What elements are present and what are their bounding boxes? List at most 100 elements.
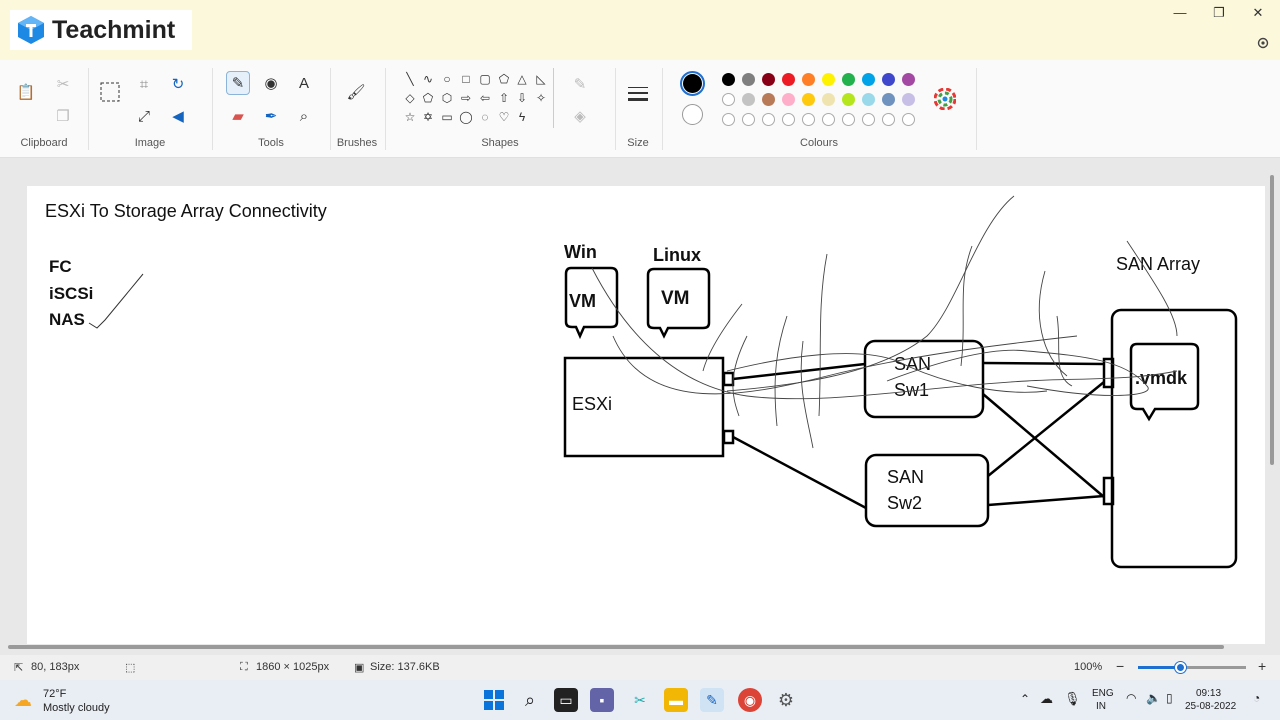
- colour-swatch[interactable]: [822, 113, 835, 126]
- horizontal-scrollbar[interactable]: [8, 645, 1224, 649]
- color-picker-icon[interactable]: ✒: [264, 108, 278, 125]
- search-icon[interactable]: ⌕: [524, 689, 536, 710]
- onedrive-icon[interactable]: ☁: [1040, 691, 1053, 706]
- microphone-icon[interactable]: 🎙: [1064, 691, 1081, 706]
- secondary-colour[interactable]: [682, 104, 703, 125]
- right-arrow-icon[interactable]: ⇨: [460, 91, 472, 105]
- colour-swatch[interactable]: [842, 73, 855, 86]
- colour-swatch[interactable]: [802, 73, 815, 86]
- colour-swatch[interactable]: [862, 113, 875, 126]
- settings-icon[interactable]: [1255, 35, 1271, 51]
- triangle-icon[interactable]: △: [517, 72, 527, 86]
- down-arrow-icon[interactable]: ⇩: [516, 91, 528, 105]
- four-point-star-icon[interactable]: ✧: [535, 91, 547, 105]
- edit-colours-icon[interactable]: [934, 88, 956, 110]
- battery-icon[interactable]: ▯: [1166, 691, 1173, 705]
- crop-icon[interactable]: ⌗: [139, 75, 149, 93]
- left-arrow-icon[interactable]: ⇦: [479, 91, 491, 105]
- five-point-star-icon[interactable]: ☆: [404, 110, 416, 124]
- eraser-icon[interactable]: ▰: [232, 108, 244, 125]
- brush-icon[interactable]: 🖌: [346, 84, 366, 101]
- colour-swatch[interactable]: [862, 93, 875, 106]
- task-view-icon[interactable]: ▭: [554, 688, 578, 712]
- colour-swatch[interactable]: [782, 73, 795, 86]
- paste-icon[interactable]: 📋: [16, 84, 36, 101]
- maximize-button[interactable]: ❐: [1213, 5, 1225, 20]
- settings-app-icon[interactable]: ⚙: [777, 689, 795, 710]
- drawing-canvas[interactable]: ESXi To Storage Array Connectivity FC iS…: [27, 186, 1265, 644]
- colour-swatch[interactable]: [762, 113, 775, 126]
- colour-swatch[interactable]: [802, 93, 815, 106]
- colour-swatch[interactable]: [742, 113, 755, 126]
- curve-icon[interactable]: ∿: [422, 72, 434, 86]
- flip-icon[interactable]: ◀: [172, 108, 184, 125]
- zoom-out-button[interactable]: −: [1116, 658, 1125, 674]
- colour-swatch[interactable]: [762, 73, 775, 86]
- callout-cloud-icon[interactable]: ◌: [481, 110, 489, 124]
- pentagon-icon[interactable]: ⬠: [422, 91, 434, 105]
- six-point-star-icon[interactable]: ✡: [422, 110, 434, 124]
- select-icon[interactable]: [98, 80, 122, 104]
- colour-swatch[interactable]: [782, 113, 795, 126]
- close-button[interactable]: ✕: [1252, 5, 1264, 20]
- oval-icon[interactable]: ○: [443, 72, 451, 86]
- colour-swatch[interactable]: [882, 73, 895, 86]
- colour-swatch[interactable]: [882, 93, 895, 106]
- zoom-slider-thumb[interactable]: [1175, 662, 1186, 673]
- colour-swatch[interactable]: [742, 73, 755, 86]
- start-icon[interactable]: [482, 688, 506, 712]
- colour-swatch[interactable]: [722, 113, 735, 126]
- colour-swatch[interactable]: [762, 93, 775, 106]
- colour-swatch[interactable]: [782, 93, 795, 106]
- resize-icon[interactable]: ⤢: [137, 107, 150, 125]
- pencil-icon[interactable]: ✎: [226, 71, 250, 95]
- polygon-icon[interactable]: ⬠: [498, 72, 510, 86]
- clock-date[interactable]: 25-08-2022: [1185, 701, 1237, 712]
- minimize-button[interactable]: —: [1173, 5, 1187, 20]
- teams-icon[interactable]: ▪: [590, 688, 614, 712]
- diamond-icon[interactable]: ◇: [405, 91, 415, 105]
- copy-icon[interactable]: ❐: [56, 108, 70, 125]
- magnifier-icon[interactable]: ⌕: [299, 107, 309, 125]
- file-explorer-icon[interactable]: ▬: [664, 688, 688, 712]
- wifi-icon[interactable]: ◠: [1126, 691, 1137, 705]
- volume-icon[interactable]: 🔈: [1146, 691, 1161, 705]
- hexagon-icon[interactable]: ⬡: [441, 91, 453, 105]
- colour-swatch[interactable]: [902, 113, 915, 126]
- colour-swatch[interactable]: [842, 113, 855, 126]
- vertical-scrollbar[interactable]: [1270, 175, 1274, 465]
- colour-swatch[interactable]: [742, 93, 755, 106]
- colour-swatch[interactable]: [862, 73, 875, 86]
- text-icon[interactable]: A: [298, 74, 309, 92]
- primary-colour[interactable]: [680, 71, 705, 96]
- colour-swatch[interactable]: [842, 93, 855, 106]
- colour-swatch[interactable]: [802, 113, 815, 126]
- zoom-slider-track[interactable]: [1138, 662, 1246, 673]
- lightning-icon[interactable]: ϟ: [518, 110, 526, 124]
- callout-oval-icon[interactable]: ◯: [459, 110, 473, 124]
- colour-swatch[interactable]: [722, 73, 735, 86]
- rounded-rectangle-icon[interactable]: ▢: [479, 72, 491, 86]
- chrome-icon[interactable]: ◉: [738, 688, 762, 712]
- right-triangle-icon[interactable]: ◺: [536, 72, 546, 86]
- up-arrow-icon[interactable]: ⇧: [498, 91, 510, 105]
- outline-icon[interactable]: ✎: [573, 76, 587, 93]
- weather-icon[interactable]: ☁: [14, 690, 32, 710]
- language-line2[interactable]: IN: [1096, 701, 1106, 712]
- paint-icon[interactable]: ✎: [700, 688, 724, 712]
- rectangle-icon[interactable]: □: [462, 72, 470, 86]
- clock-time[interactable]: 09:13: [1196, 688, 1222, 699]
- rotate-icon[interactable]: ↻: [171, 76, 185, 93]
- focus-icon[interactable]: ◔: [1253, 691, 1261, 705]
- colour-swatch[interactable]: [822, 73, 835, 86]
- colour-swatch[interactable]: [722, 93, 735, 106]
- size-icon[interactable]: [626, 82, 650, 106]
- shape-fill-icon[interactable]: ◈: [574, 108, 586, 125]
- colour-swatch[interactable]: [902, 93, 915, 106]
- line-icon[interactable]: ╲: [406, 72, 414, 86]
- fill-icon[interactable]: ◉: [264, 75, 278, 92]
- colour-swatch[interactable]: [882, 113, 895, 126]
- zoom-in-button[interactable]: +: [1258, 658, 1267, 674]
- colour-swatch[interactable]: [822, 93, 835, 106]
- cut-icon[interactable]: ✂: [56, 76, 70, 93]
